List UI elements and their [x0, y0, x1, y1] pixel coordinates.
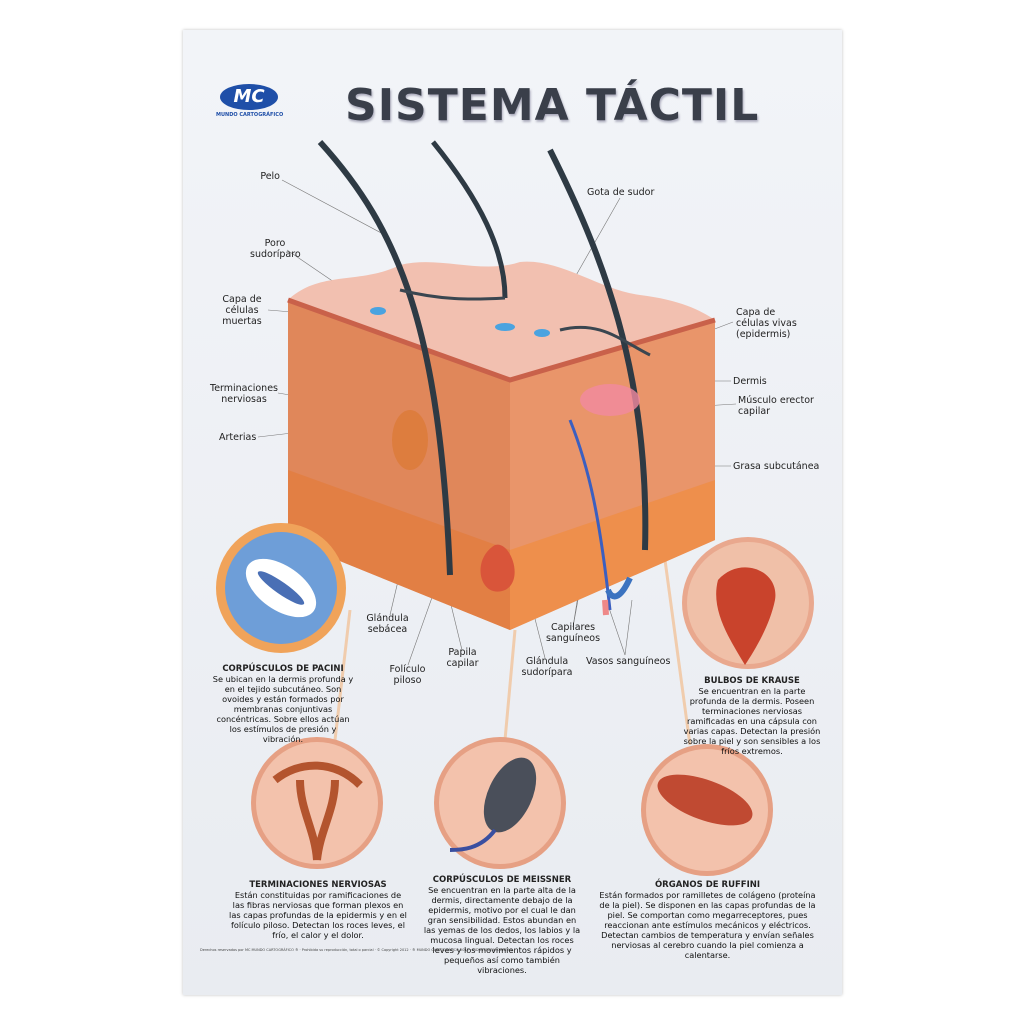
- label-papila: Papila capilar: [446, 647, 479, 669]
- ruffini-title: ÓRGANOS DE RUFFINI: [654, 880, 761, 890]
- label-gota: Gota de sudor: [587, 187, 655, 198]
- blood-vessels: [568, 419, 612, 611]
- page-title: SISTEMA TÁCTIL: [345, 80, 760, 131]
- sebaceous-gland: [392, 410, 428, 470]
- krause-circle: [682, 537, 814, 669]
- hair-1: [317, 139, 453, 576]
- sweat-drop: [370, 307, 386, 315]
- sweat-drop: [495, 323, 515, 331]
- label-musculo: Músculo erector capilar: [738, 395, 814, 417]
- hair-3: [547, 148, 649, 551]
- label-sebacea: Glándula sebácea: [366, 613, 409, 635]
- label-pelo: Pelo: [260, 171, 280, 182]
- label-capilares: Capilares sanguíneos: [545, 622, 601, 644]
- terminaciones-title: TERMINACIONES NERVIOSAS: [249, 880, 387, 890]
- meissner-circle: [434, 737, 566, 869]
- pacini-circle: [216, 523, 346, 653]
- pacini-title: CORPÚSCULOS DE PACINI: [222, 664, 344, 674]
- meissner-title: CORPÚSCULOS DE MEISSNER: [432, 875, 572, 885]
- label-poro: Poro sudoríparo: [250, 238, 301, 260]
- sweat-drop: [534, 329, 550, 337]
- label-terminaciones: Terminaciones nerviosas: [210, 383, 278, 405]
- logo: MC: [220, 84, 278, 110]
- logo-name: MUNDO CARTOGRÁFICO: [216, 112, 284, 118]
- krause-title: BULBOS DE KRAUSE: [704, 676, 800, 686]
- erector-muscle: [580, 384, 640, 416]
- label-sudoripara: Glándula sudorípara: [521, 656, 573, 678]
- label-arterias: Arterias: [219, 432, 257, 443]
- terminaciones-circle: [251, 737, 383, 869]
- ruffini-circle: [641, 744, 773, 876]
- sweat-gland: [480, 544, 515, 592]
- label-grasa: Grasa subcutánea: [733, 461, 820, 472]
- hair-2: [431, 140, 508, 299]
- footer-copyright: Derechos reservados por MC MUNDO CARTOGR…: [200, 948, 514, 952]
- label-vasos: Vasos sanguíneos: [586, 656, 671, 667]
- label-capa-vivas: Capa de células vivas (epidermis): [736, 307, 797, 340]
- label-capa-muertas: Capa de células muertas: [222, 294, 262, 327]
- label-foliculo: Folículo piloso: [389, 664, 426, 686]
- label-dermis: Dermis: [733, 376, 767, 387]
